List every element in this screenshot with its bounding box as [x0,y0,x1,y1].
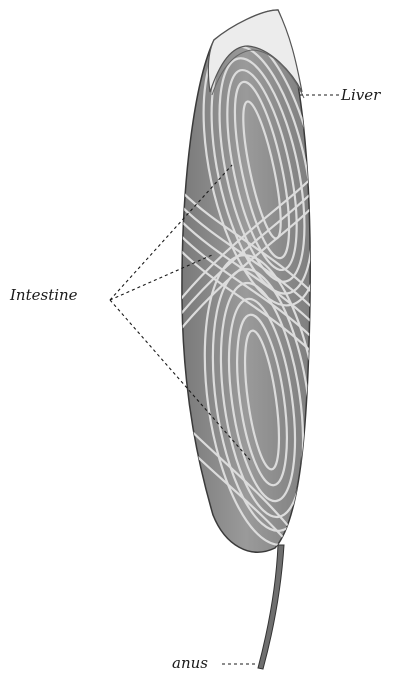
liver-label: Liver [340,86,381,104]
anus-label: anus [172,654,208,672]
intestine-label: Intestine [9,286,78,304]
tail [258,545,284,669]
